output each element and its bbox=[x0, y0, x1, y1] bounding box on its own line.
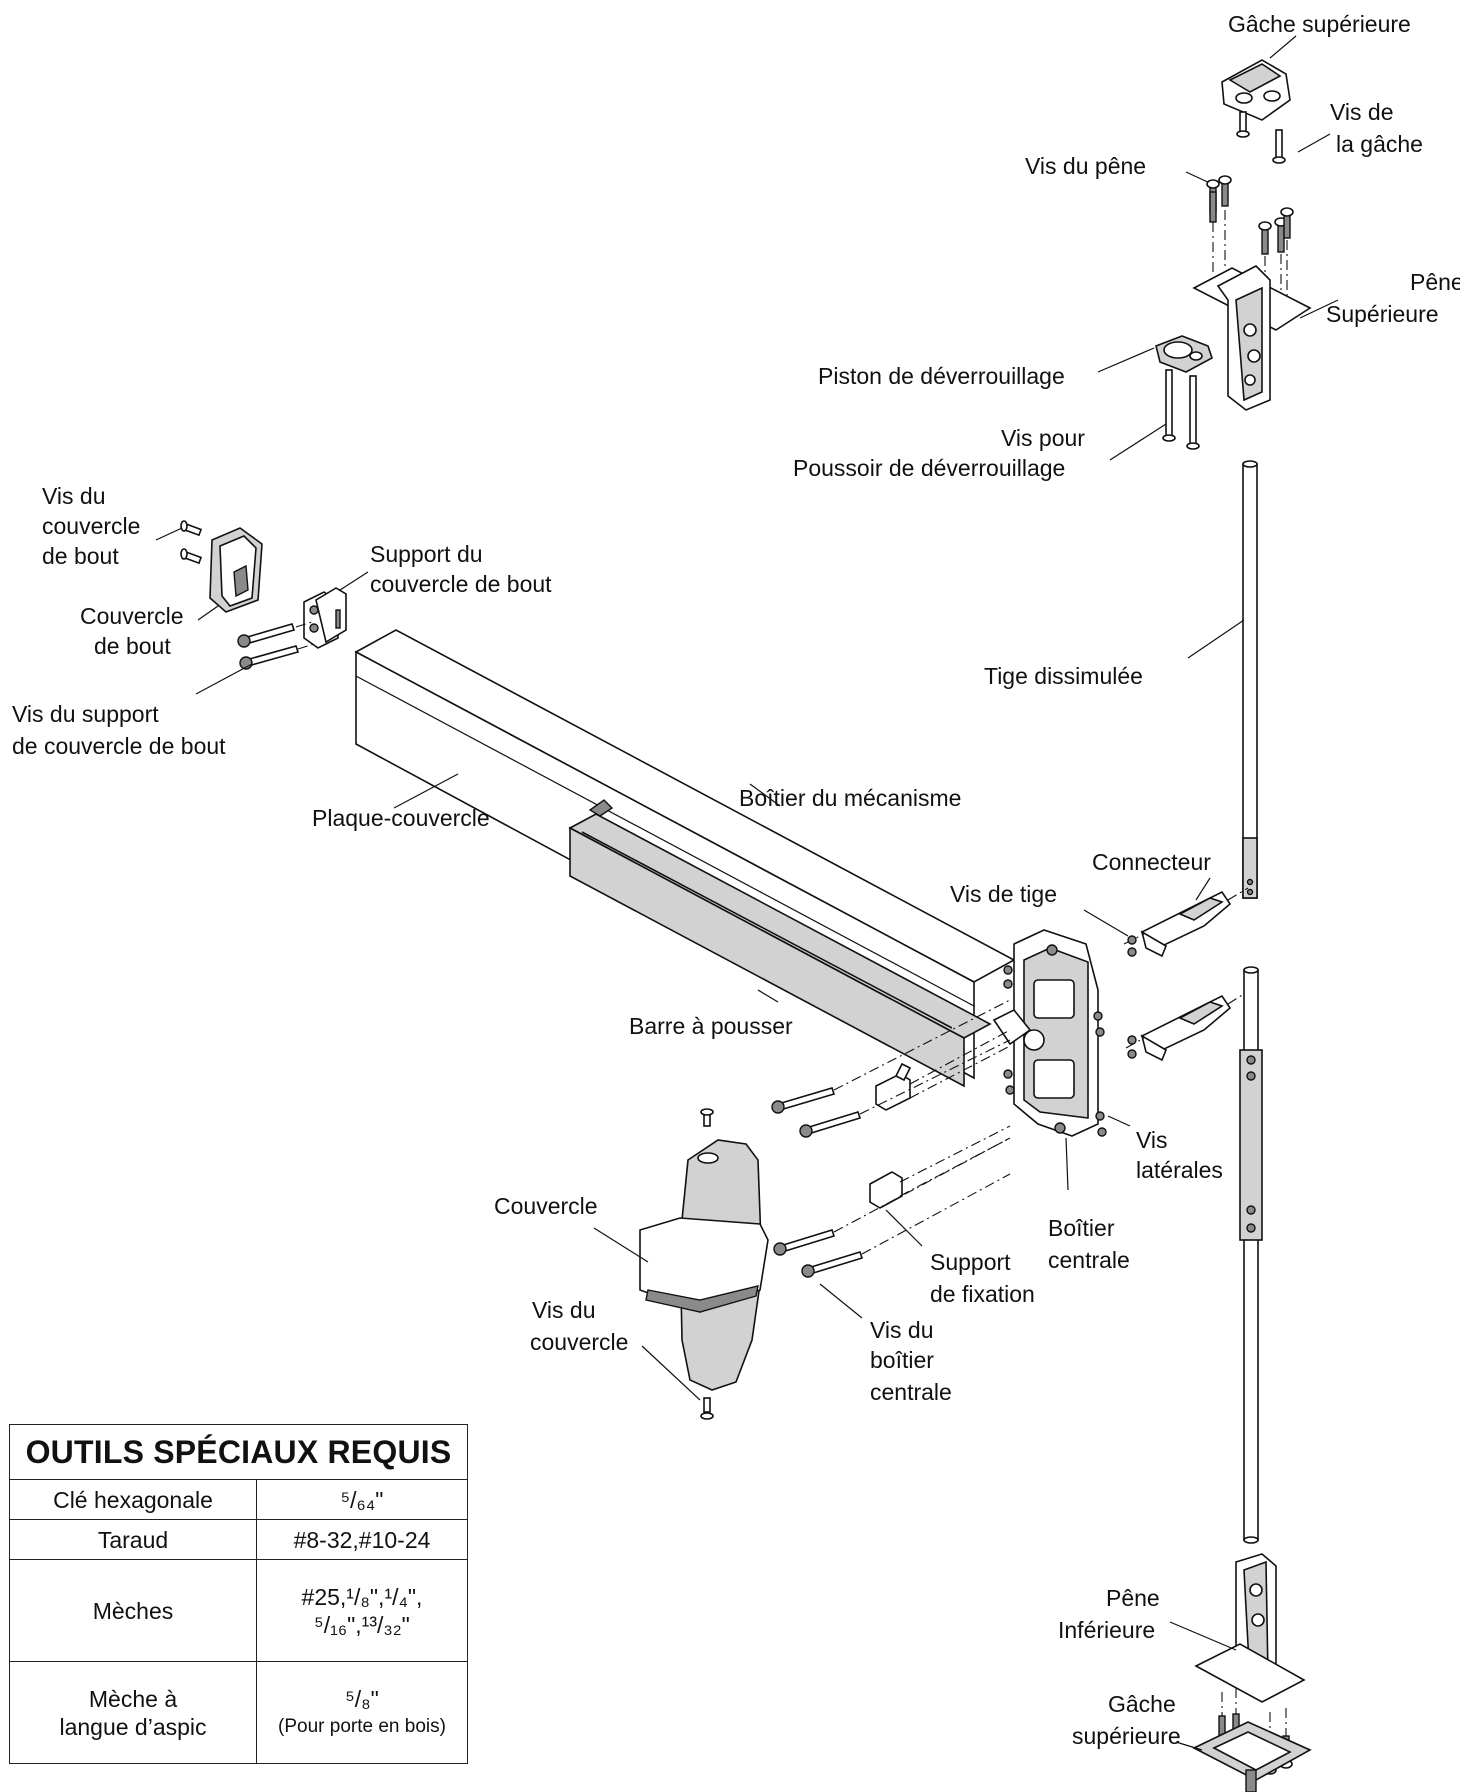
bottom-strike-part bbox=[1175, 1721, 1312, 1792]
endcap-screws bbox=[155, 520, 203, 565]
tool-name-line: langue d’aspic bbox=[59, 1713, 207, 1740]
diagram-labels: Gâche supérieure Vis de la gâche Vis du … bbox=[12, 11, 1460, 1749]
label-top-latch: Pêne bbox=[1410, 269, 1460, 295]
endcap-part bbox=[197, 527, 263, 621]
rod-screws bbox=[1083, 909, 1137, 1059]
label-top-latch-2: Supérieure bbox=[1326, 301, 1439, 327]
label-connector: Connecteur bbox=[1092, 849, 1211, 875]
tools-table-title: OUTILS SPÉCIAUX REQUIS bbox=[9, 1424, 468, 1480]
tools-table-row: Mèche à langue d’aspic ⁵/₈" (Pour porte … bbox=[9, 1661, 468, 1764]
tool-name: Taraud bbox=[9, 1519, 257, 1560]
label-center-case-screws-2: boîtier bbox=[870, 1347, 934, 1373]
label-cover-plate: Plaque-couvercle bbox=[312, 805, 490, 831]
label-endcap-screws: Vis du bbox=[42, 483, 106, 509]
label-center-case: Boîtier bbox=[1048, 1215, 1115, 1241]
label-endcap-bracket: Support du bbox=[370, 541, 483, 567]
label-endcap: Couvercle bbox=[80, 603, 184, 629]
label-release-screws: Vis pour bbox=[1001, 425, 1085, 451]
label-mounting-bracket-2: de fixation bbox=[930, 1281, 1035, 1307]
tools-table-row: Mèches #25,¹/₈",¹/₄", ⁵/₁₆",¹³/₃₂" bbox=[9, 1559, 468, 1662]
label-endcap-screws-3: de bout bbox=[42, 543, 119, 569]
label-endcap-screws-2: couvercle bbox=[42, 513, 140, 539]
center-case-part bbox=[992, 929, 1099, 1191]
label-mounting-bracket: Support bbox=[930, 1249, 1011, 1275]
endcap-bracket-part bbox=[303, 571, 369, 649]
label-center-case-screws-3: centrale bbox=[870, 1379, 952, 1405]
release-piston-part bbox=[1097, 335, 1213, 373]
cover-part bbox=[593, 1108, 769, 1420]
mounting-bracket-lower bbox=[869, 1125, 1011, 1247]
tools-table-row: Clé hexagonale ⁵/₆₄" bbox=[9, 1479, 468, 1520]
label-cover: Couvercle bbox=[494, 1193, 598, 1219]
label-push-bar: Barre à pousser bbox=[629, 1013, 793, 1039]
tools-table-row: Taraud #8-32,#10-24 bbox=[9, 1519, 468, 1560]
label-endcap-2: de bout bbox=[94, 633, 171, 659]
tool-name: Mèches bbox=[9, 1559, 257, 1662]
tool-spec-line: #25,¹/₈",¹/₄", bbox=[301, 1583, 423, 1610]
label-center-case-screws: Vis du bbox=[870, 1317, 934, 1343]
label-rod-screws: Vis de tige bbox=[950, 881, 1057, 907]
tool-name: Clé hexagonale bbox=[9, 1479, 257, 1520]
label-cover-screws-2: couvercle bbox=[530, 1329, 628, 1355]
side-screws bbox=[1003, 965, 1131, 1137]
label-latch-screws: Vis du pêne bbox=[1025, 153, 1146, 179]
label-strike-screws-2: la gâche bbox=[1336, 131, 1423, 157]
top-latch-part bbox=[1192, 265, 1339, 411]
label-bottom-strike: Gâche bbox=[1108, 1691, 1176, 1717]
tool-spec: #25,¹/₈",¹/₄", ⁵/₁₆",¹³/₃₂" bbox=[256, 1559, 468, 1662]
label-endcap-bracket-2: couvercle de bout bbox=[370, 571, 552, 597]
label-top-strike: Gâche supérieure bbox=[1228, 11, 1411, 37]
label-release-screws-2: Poussoir de déverrouillage bbox=[793, 455, 1065, 481]
label-mechanism-case: Boîtier du mécanisme bbox=[739, 785, 961, 811]
concealed-rod-part bbox=[1187, 460, 1258, 899]
connector-lower-part bbox=[1125, 989, 1251, 1062]
center-case-screws bbox=[771, 999, 1011, 1319]
tool-spec: ⁵/₆₄" bbox=[256, 1479, 468, 1520]
tool-name: Mèche à langue d’aspic bbox=[9, 1661, 257, 1764]
label-release-piston: Piston de déverrouillage bbox=[818, 363, 1065, 389]
label-bottom-strike-2: supérieure bbox=[1072, 1723, 1181, 1749]
label-bottom-latch: Pêne bbox=[1106, 1585, 1160, 1611]
label-endcap-bracket-screws: Vis du support bbox=[12, 701, 159, 727]
tool-name-line: Mèche à bbox=[88, 1685, 178, 1712]
endcap-bracket-screws bbox=[195, 621, 315, 695]
label-concealed-rod: Tige dissimulée bbox=[984, 663, 1143, 689]
label-center-case-2: centrale bbox=[1048, 1247, 1130, 1273]
tool-spec-line: ⁵/₁₆",¹³/₃₂" bbox=[314, 1611, 410, 1638]
label-side-screws: Vis bbox=[1136, 1127, 1168, 1153]
tool-spec-line: (Pour porte en bois) bbox=[278, 1715, 446, 1737]
top-strike-part bbox=[1221, 35, 1297, 121]
connector-upper-part bbox=[1123, 877, 1249, 958]
lower-rod-part bbox=[1239, 966, 1263, 1544]
bottom-latch-part bbox=[1169, 1553, 1306, 1703]
tools-table-header-row: OUTILS SPÉCIAUX REQUIS bbox=[9, 1424, 468, 1480]
release-screws bbox=[1109, 369, 1200, 461]
label-cover-screws: Vis du bbox=[532, 1297, 596, 1323]
tool-spec-line: ⁵/₈" bbox=[345, 1685, 379, 1712]
push-bar-part bbox=[568, 799, 992, 1088]
special-tools-table: OUTILS SPÉCIAUX REQUIS Clé hexagonale ⁵/… bbox=[9, 1424, 468, 1764]
label-side-screws-2: latérales bbox=[1136, 1157, 1223, 1183]
tool-spec: ⁵/₈" (Pour porte en bois) bbox=[256, 1661, 468, 1764]
mounting-bracket-upper bbox=[875, 1029, 1011, 1111]
label-bottom-latch-2: Inférieure bbox=[1058, 1617, 1155, 1643]
strike-screws bbox=[1236, 111, 1331, 164]
label-endcap-bracket-screws-2: de couvercle de bout bbox=[12, 733, 226, 759]
tool-spec: #8-32,#10-24 bbox=[256, 1519, 468, 1560]
label-strike-screws: Vis de bbox=[1330, 99, 1394, 125]
